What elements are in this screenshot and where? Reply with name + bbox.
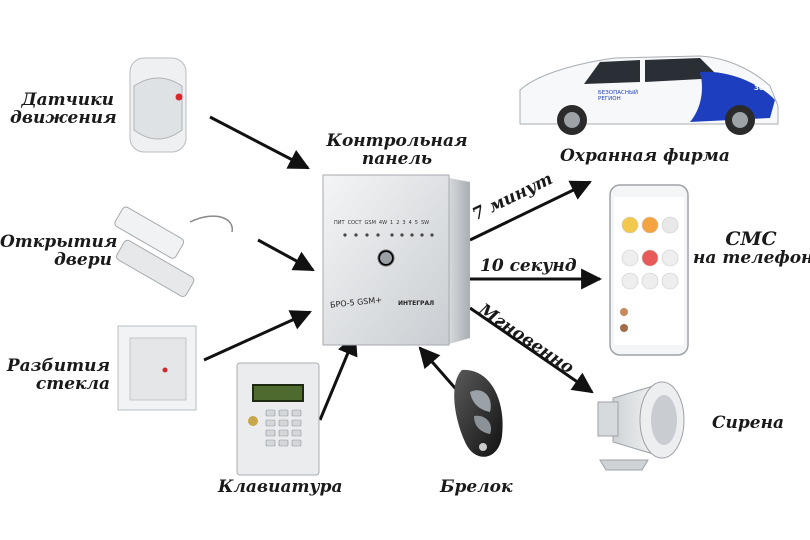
label-line: на телефон <box>693 248 810 268</box>
led-label: 3 <box>402 220 406 226</box>
label-line: двери <box>53 250 112 270</box>
label-sms: СМС на телефон <box>693 228 810 268</box>
label-motion-sensors: Датчики движения <box>10 90 117 128</box>
panel-led-labels: ПИТ СОСТ GSM 4W 1 2 3 4 5 SW <box>334 220 444 226</box>
arrow-motion <box>209 115 310 170</box>
label-keypad: Клавиатура <box>218 477 343 497</box>
label-security-company: Охранная фирма <box>560 146 730 166</box>
keypad-device <box>236 362 320 476</box>
glass-break-sensor-icon <box>117 325 197 411</box>
label-line: Разбития <box>6 356 110 376</box>
car-number: 303 <box>754 84 769 92</box>
arrow-glass <box>203 310 312 362</box>
label-siren: Сирена <box>712 413 785 433</box>
arrow-siren <box>469 306 594 394</box>
label-keyfob: Брелок <box>440 477 513 497</box>
led-label: 1 <box>390 220 394 226</box>
label-control-panel: Контрольная панель <box>322 132 472 168</box>
keyfob-device <box>454 369 503 457</box>
car-brand: БЕЗОПАСНЫЙ РЕГИОН <box>598 90 638 102</box>
control-panel-device <box>322 174 470 346</box>
label-line: СМС <box>725 228 777 250</box>
siren-icon <box>597 381 685 471</box>
car-brand-line: БЕЗОПАСНЫЙ <box>598 90 638 96</box>
arrow-security <box>469 180 592 242</box>
arrow-keypad <box>318 334 358 421</box>
label-glass-break: Разбития стекла <box>4 357 110 393</box>
label-line: Контрольная <box>326 131 468 151</box>
led-label: 5 <box>414 220 418 226</box>
label-line: панель <box>361 149 433 169</box>
led-label: 4 <box>408 220 412 226</box>
motion-sensor-icon <box>129 57 187 153</box>
led-label: ПИТ <box>334 220 345 226</box>
label-line: стекла <box>35 374 110 394</box>
car-brand-line: РЕГИОН <box>598 96 621 102</box>
panel-brand: ИНТЕГРАЛ <box>398 300 435 307</box>
label-line: Открытия <box>0 232 118 252</box>
led-label: 2 <box>396 220 400 226</box>
led-label: СОСТ <box>347 220 362 226</box>
led-label: SW <box>420 220 430 226</box>
label-door-opening: Открытия двери <box>0 232 118 270</box>
caption-10-seconds: 10 секунд <box>480 256 577 276</box>
label-line: движения <box>10 108 117 128</box>
door-contact-icon <box>114 206 233 297</box>
arrow-door <box>257 238 315 272</box>
label-line: Датчики <box>21 90 115 110</box>
smartphone-icon <box>609 184 689 356</box>
security-car-icon <box>519 55 779 135</box>
led-label: GSM <box>364 220 376 226</box>
led-label: 4W <box>378 220 388 226</box>
